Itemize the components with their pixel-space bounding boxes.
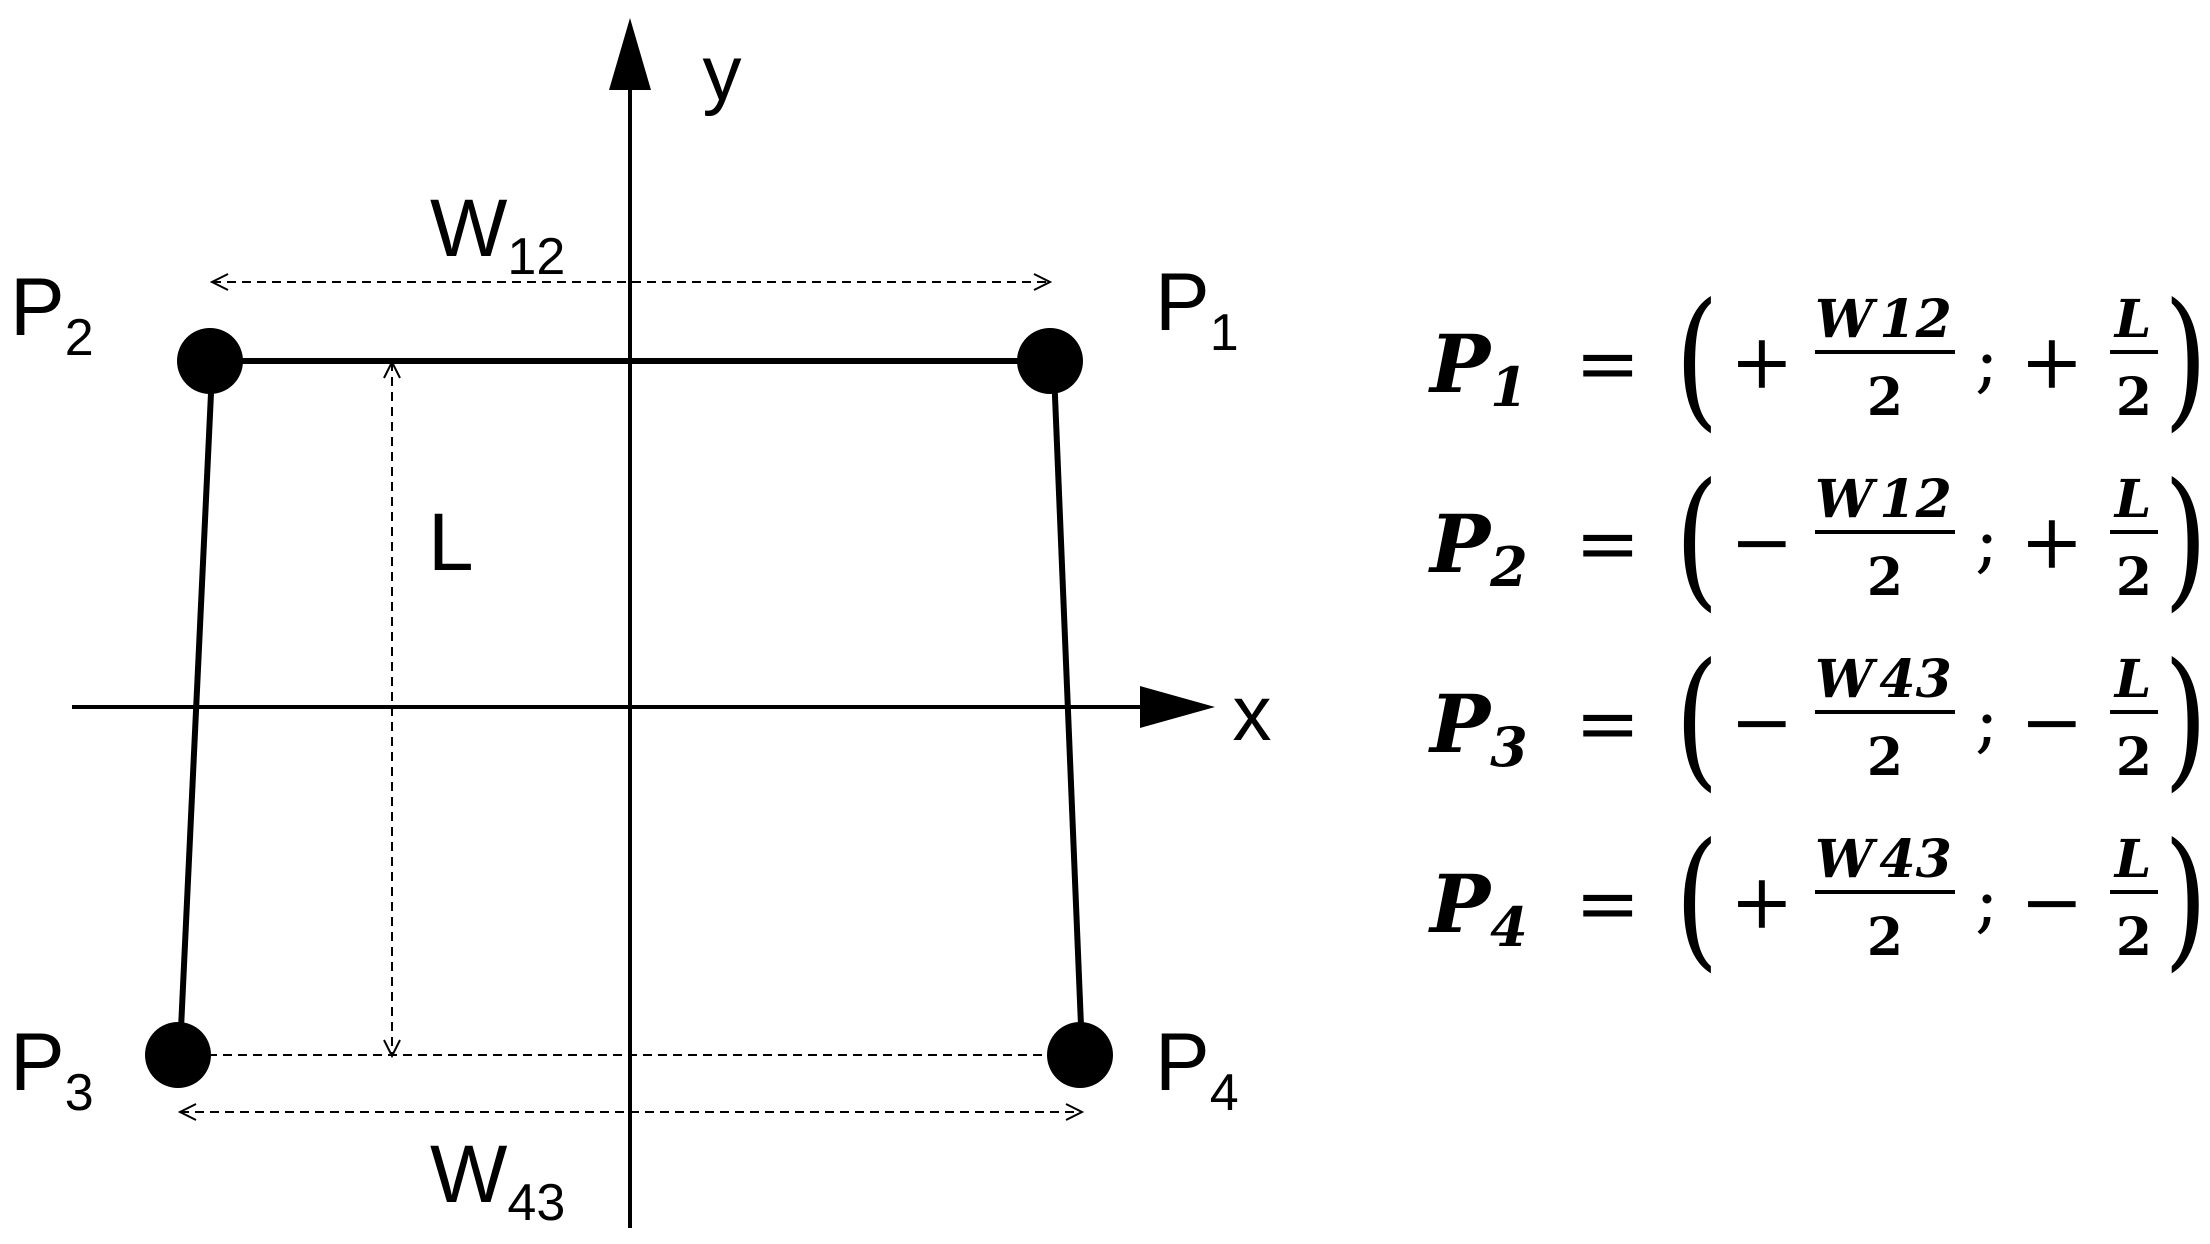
point-p3-marker (145, 1022, 211, 1088)
close-paren: ) (2164, 632, 2208, 806)
x-axis-label: x (1233, 669, 1272, 757)
point-p2-label: P2 (10, 262, 94, 367)
equals-sign: = (1575, 679, 1640, 769)
dimension-labels: W12 W43 L (428, 183, 565, 1232)
denominator-x: 2 (1867, 367, 1903, 428)
bottom-width-label: W43 (430, 1129, 565, 1232)
open-paren: ( (1675, 272, 1719, 446)
top-width-label: W12 (430, 183, 565, 286)
sign-y: − (2020, 677, 2084, 766)
sign-y: − (2020, 857, 2084, 946)
equation-lhs: P4 (1428, 857, 1528, 959)
separator: ; (1975, 680, 1999, 762)
open-paren: ( (1675, 452, 1719, 626)
equation-lhs: P3 (1428, 677, 1528, 779)
y-axis-arrowhead (609, 18, 651, 90)
point-p3-label: P3 (10, 1017, 94, 1122)
equation-lhs: P2 (1428, 497, 1528, 599)
close-paren: ) (2164, 272, 2208, 446)
equals-sign: = (1575, 859, 1640, 949)
point-p4-label: P4 (1155, 1017, 1239, 1122)
numerator-y: L (2113, 289, 2152, 350)
sign-x: + (1730, 317, 1794, 406)
corner-points (145, 328, 1113, 1088)
equation-lhs: P1 (1428, 317, 1528, 419)
trapezoid (177, 358, 1085, 1051)
numerator-y: L (2113, 829, 2152, 890)
denominator-y: 2 (2116, 367, 2152, 428)
denominator-y: 2 (2116, 547, 2152, 608)
point-p1-marker (1017, 328, 1083, 394)
axes: x y (72, 18, 1272, 1228)
point-p2-marker (177, 328, 243, 394)
denominator-y: 2 (2116, 907, 2152, 968)
x-axis-arrowhead (1140, 686, 1215, 728)
close-paren: ) (2164, 452, 2208, 626)
denominator-x: 2 (1867, 907, 1903, 968)
separator: ; (1975, 860, 1999, 942)
open-paren: ( (1675, 812, 1719, 986)
point-p1-label: P1 (1155, 257, 1239, 362)
denominator-x: 2 (1867, 547, 1903, 608)
denominator-y: 2 (2116, 727, 2152, 788)
sign-y: + (2020, 317, 2084, 406)
close-paren: ) (2164, 812, 2208, 986)
separator: ; (1975, 320, 1999, 402)
sign-x: + (1730, 857, 1794, 946)
length-label: L (428, 497, 474, 588)
numerator-y: L (2113, 649, 2152, 710)
open-paren: ( (1675, 632, 1719, 806)
right-edge (1051, 371, 1085, 1051)
separator: ; (1975, 500, 1999, 582)
sign-x: − (1730, 497, 1794, 586)
left-edge (177, 371, 215, 1051)
equals-sign: = (1575, 319, 1640, 409)
point-labels: P1 P2 P3 P4 (10, 257, 1239, 1122)
equals-sign: = (1575, 499, 1640, 589)
sign-y: + (2020, 497, 2084, 586)
y-axis-label: y (703, 29, 742, 117)
point-p4-marker (1047, 1022, 1113, 1088)
denominator-x: 2 (1867, 727, 1903, 788)
numerator-y: L (2113, 469, 2152, 530)
dimension-lines (178, 282, 1082, 1112)
sign-x: − (1730, 677, 1794, 766)
